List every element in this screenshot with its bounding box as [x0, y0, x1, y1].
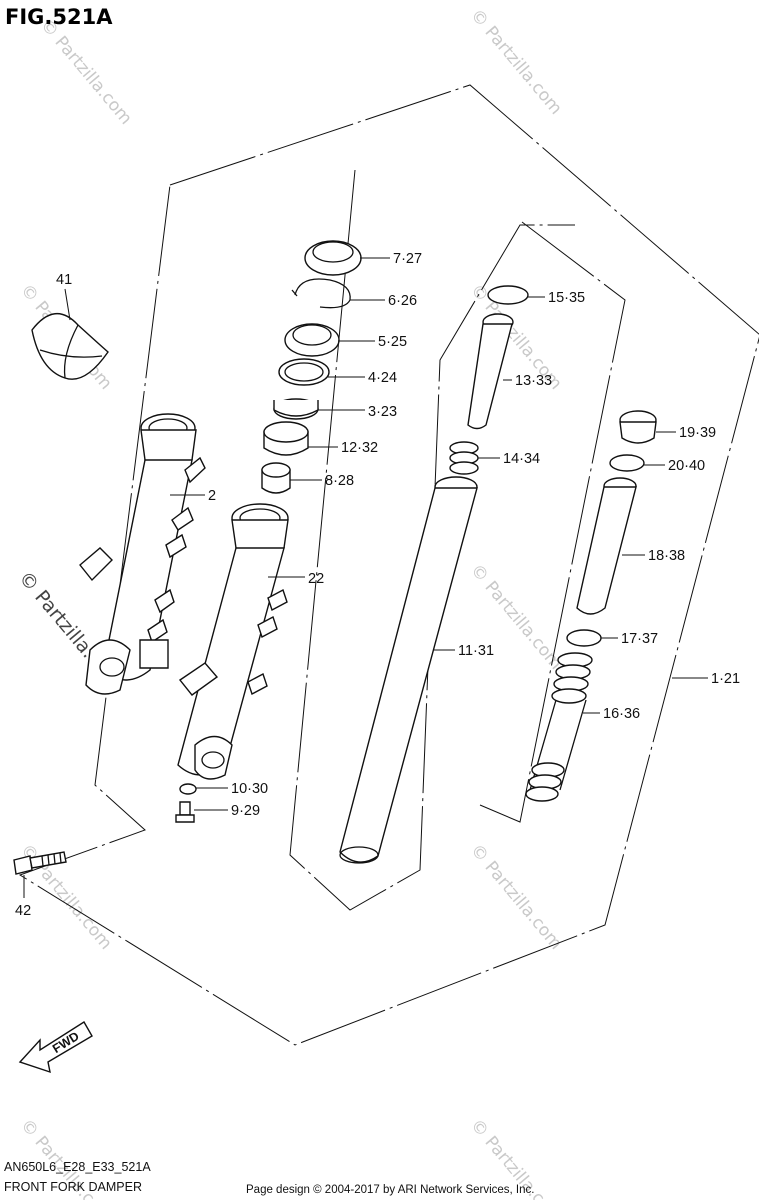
cartridge-group-boundary	[479, 221, 626, 823]
callout-3-23: 3·23	[368, 404, 397, 420]
callout-7-27: 7·27	[393, 251, 422, 267]
callout-13-33: 13·33	[515, 373, 552, 389]
callout-10-30: 10·30	[231, 781, 268, 797]
callout-14-34: 14·34	[503, 451, 540, 467]
o-ring-20	[609, 454, 645, 472]
leader-lines	[23, 257, 708, 898]
cylinder-head-8	[261, 462, 291, 494]
callout-1-21: 1·21	[711, 671, 740, 687]
figure-code: AN650L6_E28_E33_521A	[4, 1160, 151, 1174]
callout-6-26: 6·26	[388, 293, 417, 309]
bushing-12	[263, 421, 309, 456]
callout-2: 2	[208, 488, 216, 504]
damper-rod-13	[467, 313, 514, 430]
spring-14	[449, 441, 479, 475]
washer-4	[278, 358, 330, 386]
axle-bolt-42	[13, 851, 67, 875]
assembly-boundary	[18, 84, 759, 1046]
watermark-layer: © Partzilla.com © Partzilla.com © Partzi…	[14, 5, 566, 1200]
washer-17	[566, 629, 602, 647]
callout-19-39: 19·39	[679, 425, 716, 441]
callout-15-35: 15·35	[548, 290, 585, 306]
callout-42: 42	[15, 903, 31, 919]
callout-22: 22	[308, 571, 324, 587]
callout-20-40: 20·40	[668, 458, 705, 474]
callout-11-31: 11·31	[458, 643, 494, 659]
copyright-text: Page design © 2004-2017 by ARI Network S…	[246, 1184, 534, 1196]
callout-16-36: 16·36	[603, 706, 640, 722]
spacer-18	[576, 477, 637, 615]
outer-tube-2	[79, 413, 206, 695]
cap-bolt-19	[619, 410, 657, 444]
callout-18-38: 18·38	[648, 548, 685, 564]
callout-5-25: 5·25	[378, 334, 407, 350]
watermark: © Partzilla.com	[36, 15, 136, 128]
figure-name: FRONT FORK DAMPER	[4, 1180, 142, 1194]
callout-8-28: 8·28	[325, 473, 354, 489]
callout-12-32: 12·32	[341, 440, 378, 456]
callout-41: 41	[56, 272, 72, 288]
forward-arrow-icon: FWD	[18, 1021, 93, 1074]
callout-17-37: 17·37	[621, 631, 658, 647]
figure-title: FIG.521A	[5, 5, 113, 29]
fork-guard-41	[31, 313, 109, 380]
watermark: © Partzilla.com	[466, 5, 566, 118]
stopper-ring-6	[291, 278, 351, 309]
fork-spring-16	[525, 652, 593, 802]
inner-group-boundary	[289, 169, 575, 911]
oil-seal-5	[284, 323, 340, 357]
watermark: © Partzilla.com	[466, 840, 566, 953]
callout-labels: 41 2 22 7·27 6·26 5·25 4·24 3·23 12·32 8…	[15, 251, 740, 919]
inner-tube-11	[339, 476, 478, 864]
bolt-9	[175, 801, 195, 823]
piston-ring-15	[487, 285, 529, 305]
gasket-10	[179, 783, 197, 795]
callout-9-29: 9·29	[231, 803, 260, 819]
callout-4-24: 4·24	[368, 370, 397, 386]
outer-tube-22	[177, 503, 289, 780]
bushing-3	[273, 398, 319, 420]
dust-seal-7	[304, 240, 362, 276]
